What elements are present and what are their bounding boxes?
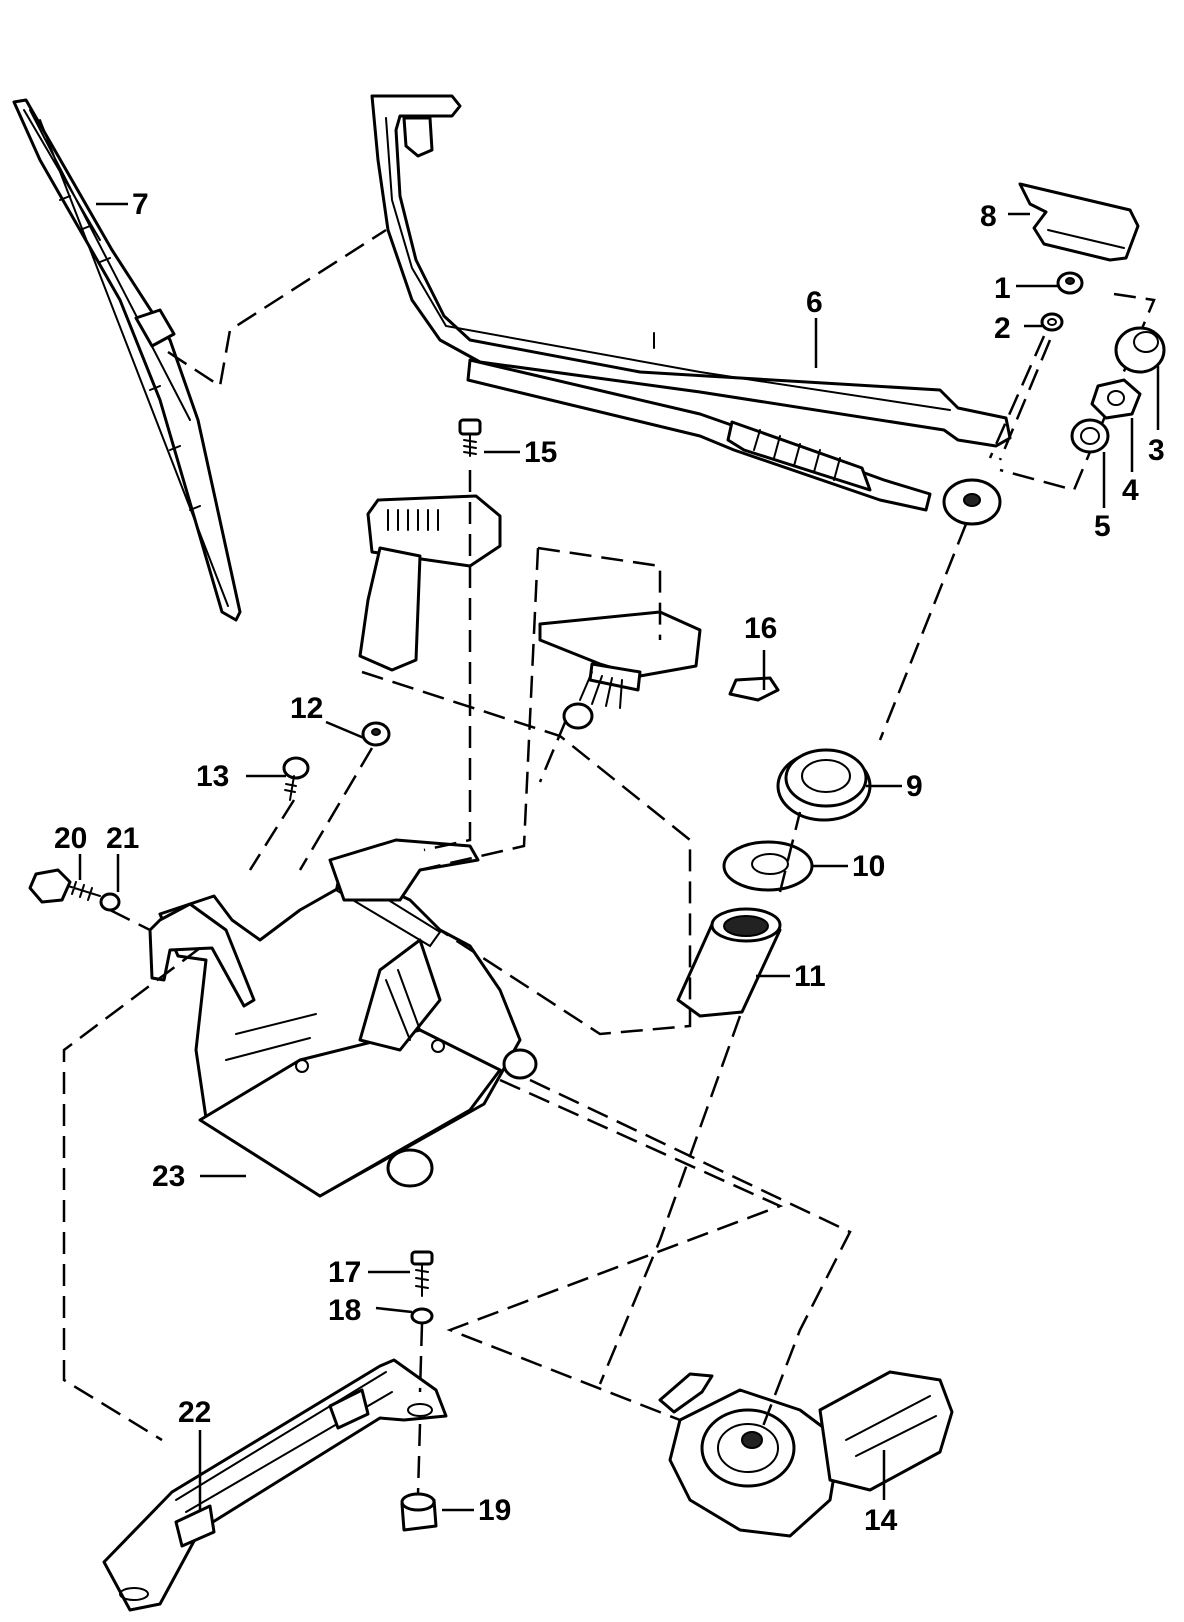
washer-10	[722, 840, 814, 892]
callout-10: 10	[852, 850, 885, 883]
sleeve-11	[676, 907, 782, 1018]
callout-7: 7	[132, 188, 149, 221]
washer-21	[99, 892, 121, 912]
callout-13: 13	[196, 760, 229, 793]
callout-16: 16	[744, 612, 777, 645]
wiper-arm	[370, 94, 1012, 448]
nut-12	[361, 721, 391, 747]
bolt-17	[410, 1250, 434, 1297]
callout-1: 1	[994, 272, 1011, 305]
callout-14: 14	[864, 1504, 898, 1537]
hex-nut-4	[1090, 378, 1142, 420]
wiper-motor	[658, 1370, 954, 1538]
callout-2: 2	[994, 312, 1011, 345]
callout-15: 15	[524, 436, 557, 469]
mounting-bracket	[102, 1358, 448, 1612]
grommet-9	[776, 748, 872, 822]
nut-1	[1056, 271, 1084, 295]
control-module	[538, 610, 702, 730]
washer-18	[410, 1307, 434, 1325]
callout-21: 21	[106, 822, 139, 855]
callout-20: 20	[54, 822, 87, 855]
bracket-housing	[148, 838, 538, 1198]
linkage-rod	[466, 358, 1002, 526]
callout-5: 5	[1094, 510, 1111, 543]
callout-23: 23	[152, 1160, 185, 1193]
callout-3: 3	[1148, 434, 1165, 467]
wiper-blade	[12, 98, 242, 622]
assembly-lines	[62, 228, 1046, 1495]
callout-labels: 1 2 3 4 5 6 7 8 9 10 11 12 13 14 15 16 1…	[54, 188, 1165, 1537]
callout-8: 8	[980, 200, 997, 233]
callout-6: 6	[806, 286, 823, 319]
callout-9: 9	[906, 770, 923, 803]
washer-2	[1040, 312, 1064, 332]
callout-19: 19	[478, 1494, 511, 1527]
callout-4: 4	[1122, 474, 1139, 507]
callout-12: 12	[290, 692, 323, 725]
callout-17: 17	[328, 1256, 361, 1289]
washer-5	[1070, 418, 1110, 454]
callout-22: 22	[178, 1396, 211, 1429]
bolt-13	[282, 756, 310, 801]
bolt-20	[28, 868, 101, 904]
leader-lines	[78, 202, 1160, 1512]
wiring-connector	[358, 494, 502, 672]
arm-cap	[1018, 182, 1140, 262]
callout-11: 11	[794, 960, 826, 993]
clip-16	[728, 676, 780, 702]
callout-18: 18	[328, 1294, 361, 1327]
cap-nut-3	[1114, 326, 1166, 374]
spacer-19	[400, 1492, 438, 1532]
screw-15	[458, 418, 482, 457]
